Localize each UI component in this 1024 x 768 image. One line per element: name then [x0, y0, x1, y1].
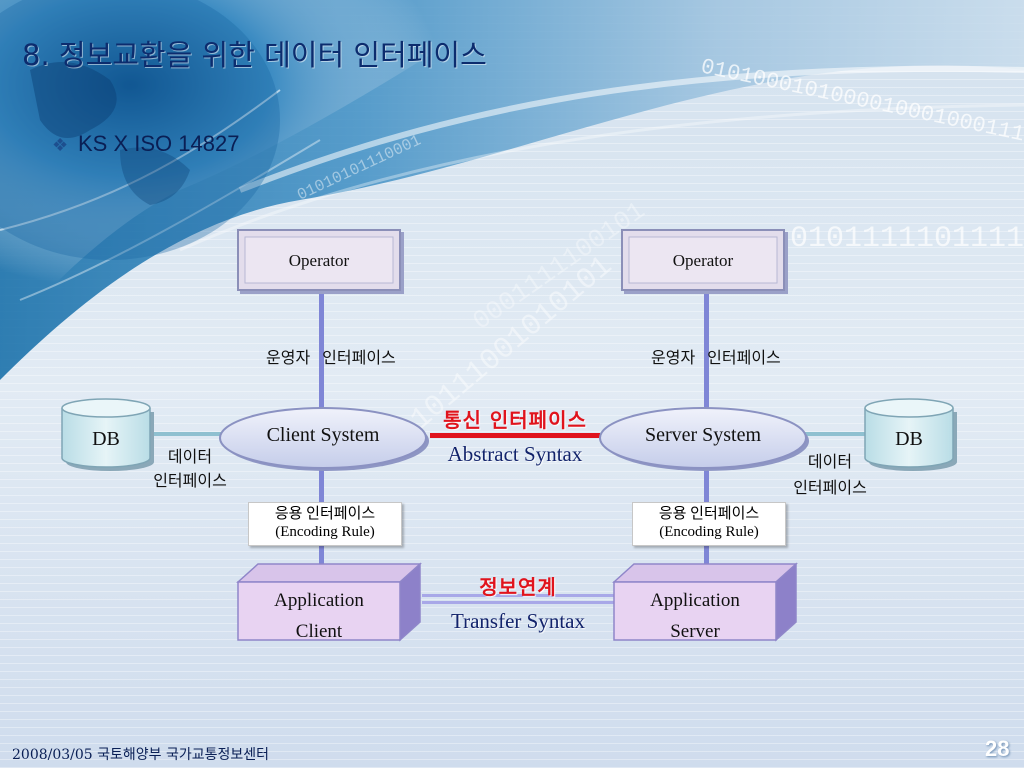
- application-interface-left-line2: (Encoding Rule): [275, 524, 375, 540]
- operator-interface-right-part2: 인터페이스: [707, 350, 781, 367]
- data-interface-right-label: 데이터 인터페이스: [770, 450, 890, 502]
- connector-right-operator: [704, 290, 709, 417]
- db-cylinder-left: [61, 398, 154, 471]
- operator-interface-right-label: 운영자 인터페이스: [651, 344, 781, 368]
- communication-interface-label: 통신 인터페이스: [443, 408, 587, 432]
- connector-transfer-top: [422, 594, 618, 597]
- operator-interface-left-label: 운영자 인터페이스: [266, 344, 396, 368]
- connector-left-operator: [319, 290, 324, 417]
- application-client-box: [236, 562, 422, 642]
- slide-title: 8. 정보교환을 위한 데이터 인터페이스: [22, 38, 487, 72]
- connector-left-db: [152, 432, 224, 436]
- application-client-line2: Client: [295, 621, 343, 642]
- server-system-ellipse: [599, 407, 807, 469]
- client-system-label: Client System: [266, 424, 380, 446]
- abstract-syntax-label: Abstract Syntax: [447, 442, 583, 466]
- application-client-label: Application Client: [238, 585, 400, 647]
- connector-transfer-bottom: [422, 601, 618, 604]
- data-interface-right-line2: 인터페이스: [793, 480, 867, 497]
- application-client-line1: Application: [274, 590, 364, 611]
- client-system-ellipse: [219, 407, 427, 469]
- data-interface-left-line1: 데이터: [167, 449, 213, 466]
- info-link-label: 정보연계: [479, 575, 557, 599]
- page-number: 28: [985, 736, 1010, 761]
- operator-interface-left-part1: 운영자: [266, 350, 311, 367]
- transfer-syntax-label: Transfer Syntax: [451, 609, 585, 633]
- operator-right-label: Operator: [672, 251, 734, 270]
- application-interface-right-line1: 응용 인터페이스: [658, 506, 760, 522]
- server-system-label: Server System: [644, 424, 762, 446]
- db-right-label: DB: [895, 428, 923, 450]
- application-server-line1: Application: [650, 590, 740, 611]
- binary-decoration-1: 0101111101111100: [790, 222, 1024, 256]
- application-server-label: Application Server: [614, 585, 776, 647]
- operator-interface-left-part2: 인터페이스: [322, 350, 396, 367]
- data-interface-left-line2: 인터페이스: [153, 473, 227, 490]
- connector-right-db: [802, 432, 868, 436]
- abstract-syntax-line: [430, 433, 600, 438]
- bullet-text: KS X ISO 14827: [78, 131, 240, 156]
- operator-interface-right-part1: 운영자: [651, 350, 696, 367]
- application-server-line2: Server: [670, 621, 720, 642]
- data-interface-right-line1: 데이터: [807, 454, 853, 471]
- db-cylinder-right: [864, 398, 957, 471]
- footer-text: 2008/03/05 국토해양부 국가교통정보센터: [12, 747, 270, 763]
- application-interface-left-box: 응용 인터페이스 (Encoding Rule): [248, 502, 402, 546]
- application-interface-right-box: 응용 인터페이스 (Encoding Rule): [632, 502, 786, 546]
- operator-left-label: Operator: [288, 251, 350, 270]
- bullet-item: ❖ KS X ISO 14827: [52, 131, 239, 157]
- diamond-bullet-icon: ❖: [52, 135, 69, 155]
- data-interface-left-label: 데이터 인터페이스: [130, 446, 250, 494]
- application-interface-left-line1: 응용 인터페이스: [274, 506, 376, 522]
- application-server-box: [612, 562, 798, 642]
- application-interface-right-line2: (Encoding Rule): [659, 524, 759, 540]
- operator-box-left: [237, 229, 404, 294]
- operator-box-right: [621, 229, 788, 294]
- db-left-label: DB: [92, 428, 120, 450]
